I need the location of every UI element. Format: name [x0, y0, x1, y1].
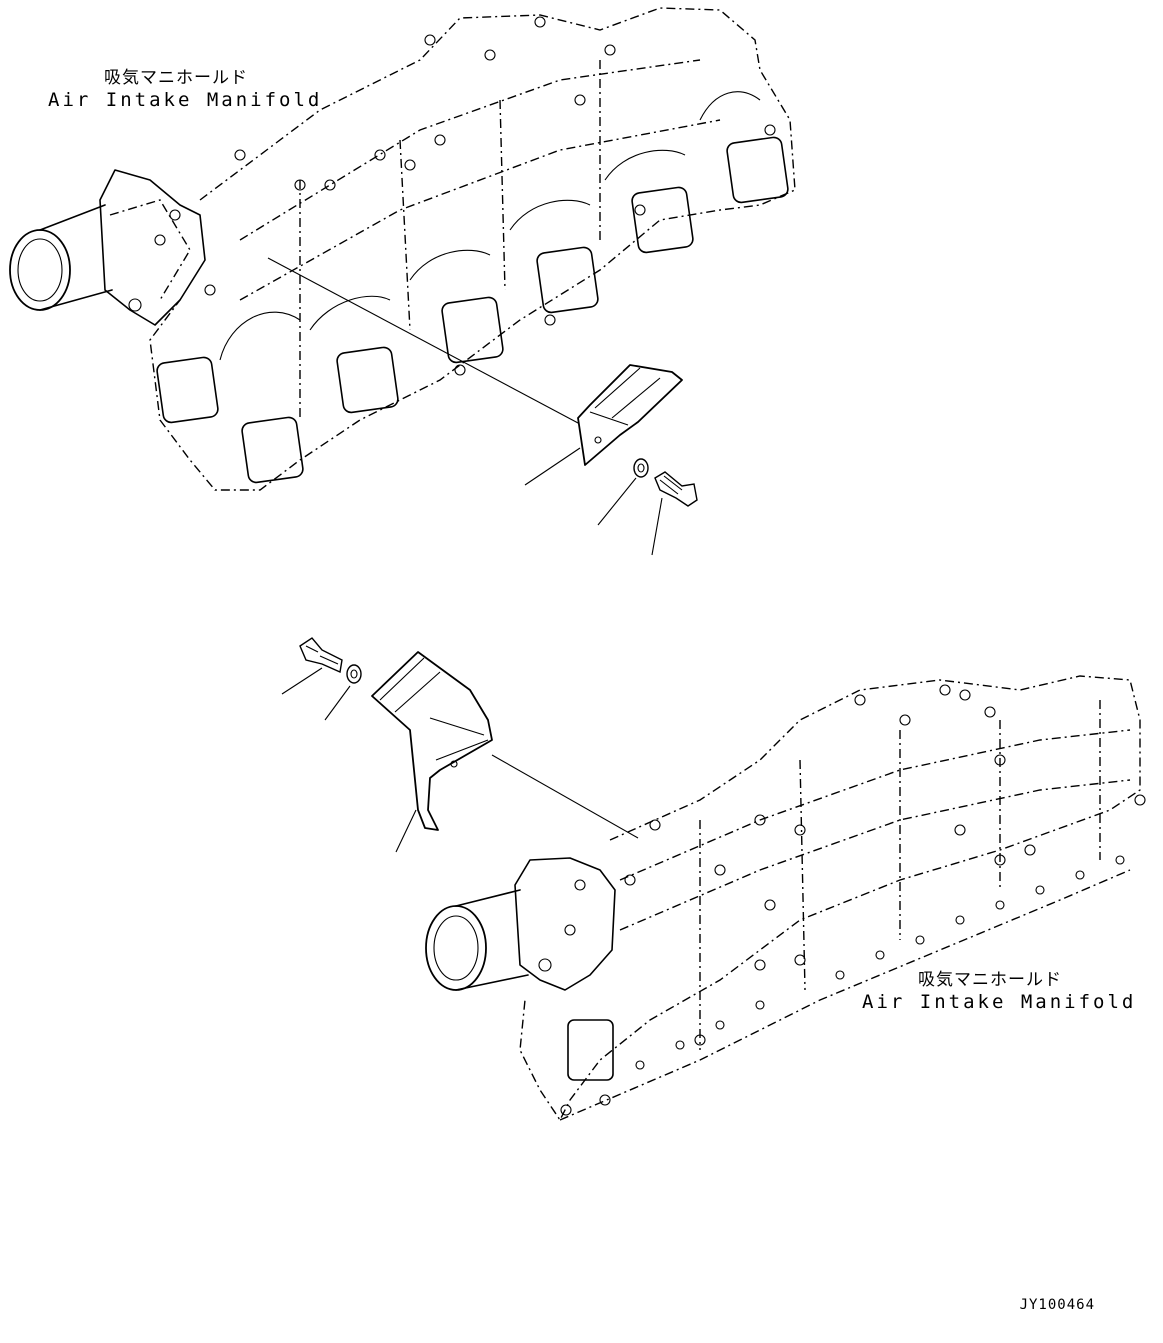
top-manifold-inlet-flange [99, 169, 206, 326]
top-manifold-callout-english: Air Intake Manifold [48, 89, 323, 112]
top-part-leaders [524, 447, 663, 556]
top-intake-manifold [9, 7, 796, 491]
bottom-manifold-inlet-flange [514, 857, 616, 991]
top-manifold-intake-ports [156, 136, 789, 484]
bottom-manifold-bolt-heads [538, 684, 1146, 1116]
top-bolt [654, 471, 698, 507]
bottom-bolt [299, 637, 343, 674]
top-washer [633, 458, 649, 478]
bottom-manifold-inlet-pipe [425, 889, 529, 991]
bottom-assembly-alignment-line [491, 754, 639, 839]
bottom-manifold-body-outline [519, 675, 1141, 1122]
top-manifold-callout: 吸気マニホールド Air Intake Manifold [48, 68, 323, 113]
drawing-number: JY100464 [1019, 1297, 1095, 1313]
bottom-intake-manifold [425, 675, 1146, 1122]
bottom-washer [346, 664, 362, 684]
top-manifold-inlet-pipe [9, 204, 113, 311]
bottom-manifold-callout-japanese: 吸気マニホールド [918, 970, 1062, 990]
bottom-bracket [371, 651, 493, 831]
top-manifold-callout-japanese: 吸気マニホールド [104, 68, 248, 88]
bottom-manifold-callout-english: Air Intake Manifold [862, 991, 1137, 1014]
bottom-part-leaders [281, 667, 417, 853]
bottom-manifold-lower-bolt-row [635, 855, 1125, 1070]
bottom-manifold-callout: 吸気マニホールド Air Intake Manifold [862, 970, 1137, 1015]
top-manifold-body-outline [149, 7, 796, 491]
top-bracket [577, 364, 683, 466]
top-manifold-bolt-heads [128, 16, 776, 376]
bottom-manifold-intake-ports [567, 1019, 614, 1081]
top-assembly-alignment-line [267, 257, 611, 441]
